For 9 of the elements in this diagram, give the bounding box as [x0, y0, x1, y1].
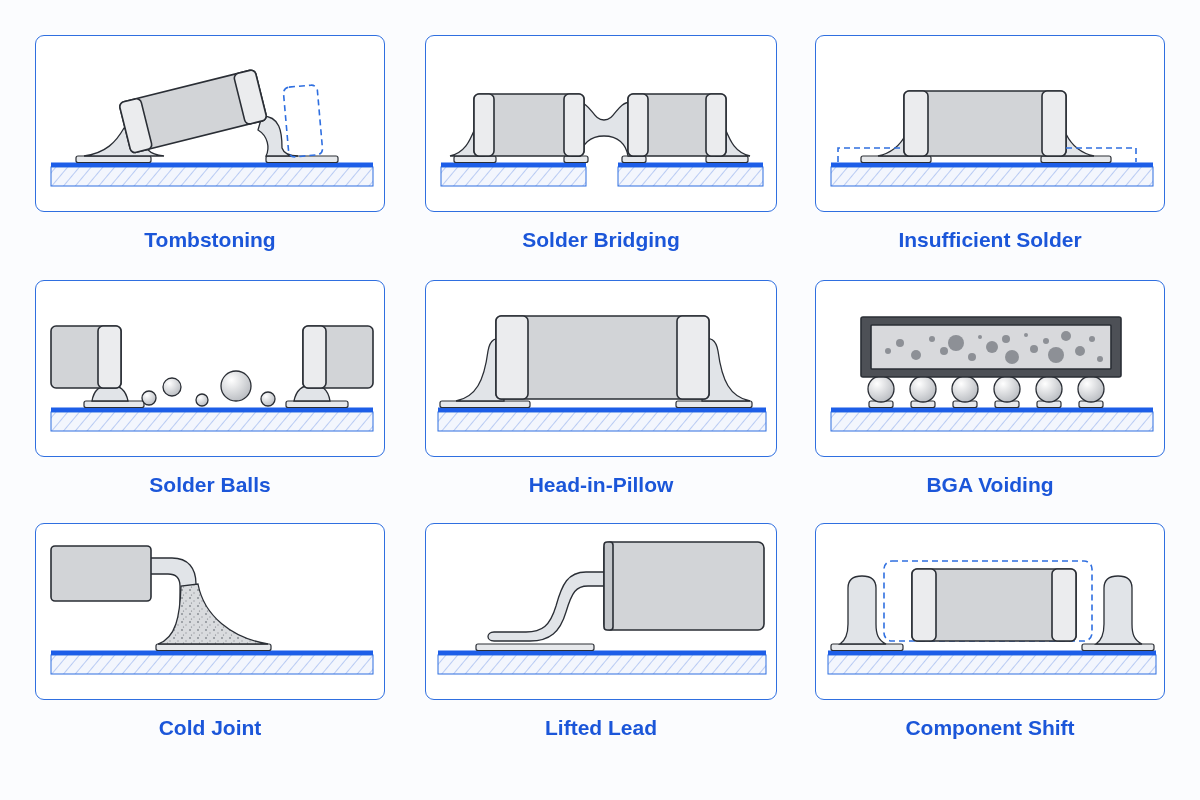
- defect-caption: BGA Voiding: [926, 473, 1054, 498]
- defect-caption: Cold Joint: [158, 716, 262, 741]
- defect-caption: Lifted Lead: [545, 716, 657, 741]
- defect-caption: Tombstoning: [144, 228, 276, 253]
- defect-caption: Insufficient Solder: [898, 228, 1082, 253]
- defect-caption: Solder Bridging: [522, 228, 680, 253]
- defect-caption: Solder Balls: [149, 473, 271, 498]
- defect-caption: Head-in-Pillow: [528, 473, 674, 498]
- defect-caption: Component Shift: [905, 716, 1075, 741]
